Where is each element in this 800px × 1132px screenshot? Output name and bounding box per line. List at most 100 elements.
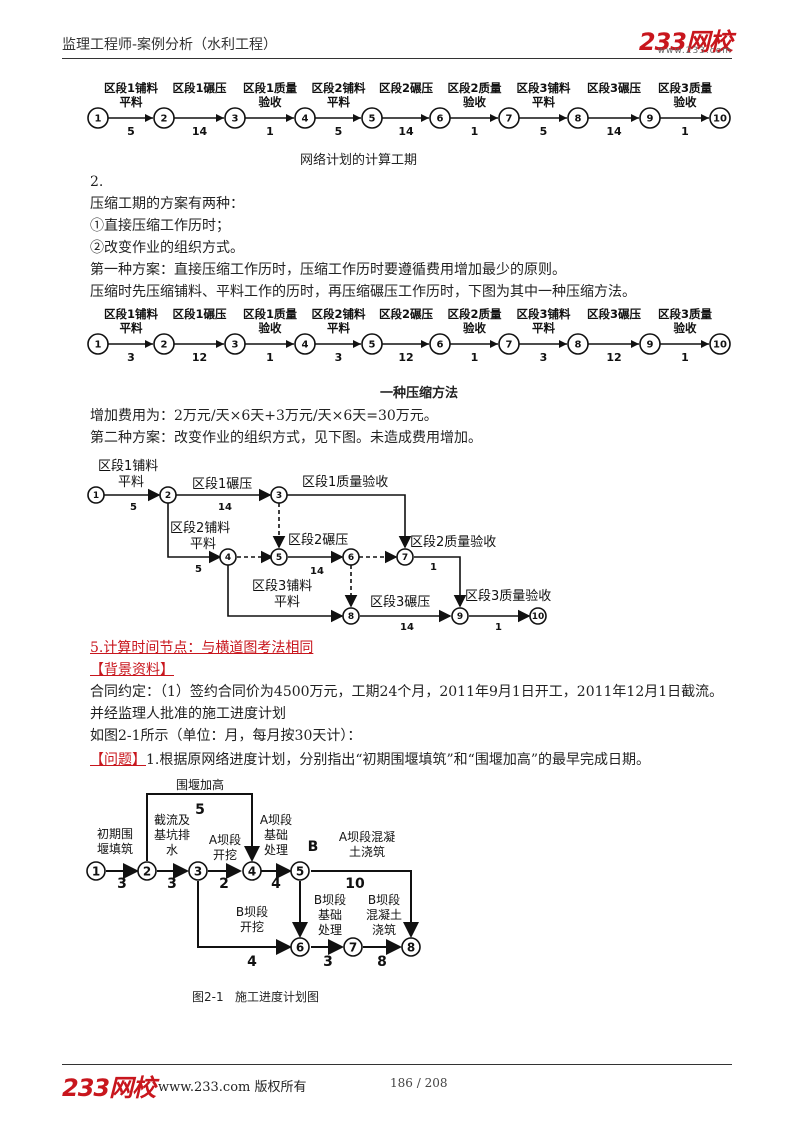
network-node <box>639 333 661 355</box>
network-node-label: 1 <box>95 340 102 351</box>
network-node <box>137 861 157 881</box>
duration-label: 3 <box>167 876 177 892</box>
activity-label: 水 <box>166 843 178 857</box>
duration-label: 1 <box>681 125 689 138</box>
network-node <box>396 548 414 566</box>
network-node <box>153 333 175 355</box>
activity-label: 区段2碾压 <box>288 533 348 548</box>
activity-label: 平料 <box>120 321 143 335</box>
duration-label: 1 <box>266 125 274 138</box>
network-node <box>153 107 175 129</box>
activity-label: 验收 <box>259 321 282 335</box>
network-node <box>709 333 731 355</box>
activity-label: B坝段 <box>368 892 400 907</box>
duration-label: 8 <box>377 954 387 970</box>
network-node <box>361 107 383 129</box>
network-node-label: 6 <box>348 553 354 563</box>
activity-label: 区段2质量验收 <box>410 534 496 550</box>
network-node-label: 7 <box>506 114 513 125</box>
network-node-label: 10 <box>713 114 727 125</box>
duration-label: 5 <box>127 125 135 138</box>
activity-label: 区段3铺料 <box>516 307 571 321</box>
duration-label: 12 <box>606 351 621 364</box>
network-node <box>219 548 237 566</box>
paragraph-line: 2. <box>90 174 104 190</box>
activity-label: 平料 <box>532 321 555 335</box>
activity-label: 处理 <box>264 843 288 857</box>
activity-label: 基坑排 <box>154 827 190 842</box>
diagram2-caption: 一种压缩方法 <box>380 386 459 401</box>
page-number: 186 / 208 <box>390 1076 448 1090</box>
network-node <box>87 333 109 355</box>
network-node-label: 9 <box>647 340 654 351</box>
activity-label: 混凝土 <box>366 907 402 922</box>
network-node <box>86 861 106 881</box>
network-node-label: 1 <box>92 864 100 878</box>
network-node <box>342 548 360 566</box>
network-node-label: 8 <box>407 940 415 954</box>
site-logo-url: www.233.com <box>657 46 732 56</box>
paragraph-line: 如图2-1所示（单位：月，每月按30天计）： <box>90 728 362 744</box>
activity-label: 验收 <box>259 95 282 109</box>
footer-copyright[interactable]: www.233.com 版权所有 <box>158 1080 307 1095</box>
paragraph-line: 第二种方案：改变作业的组织方式，见下图。未造成费用增加。 <box>90 430 482 446</box>
network-node-label: 10 <box>713 340 727 351</box>
duration-label: 4 <box>271 876 281 892</box>
network-node-label: 5 <box>296 864 304 878</box>
network-node <box>224 333 246 355</box>
duration-label: 14 <box>400 622 414 632</box>
network-node-label: 9 <box>457 612 463 622</box>
network-node <box>290 861 310 881</box>
activity-label: 区段2铺料 <box>311 81 366 95</box>
activity-label: 平料 <box>532 95 555 109</box>
activity-label: 围堰加高 <box>176 777 224 792</box>
network-node <box>290 937 310 957</box>
activity-label: 区段3铺料 <box>252 579 312 594</box>
paragraph-line: 并经监理人批准的施工进度计划 <box>90 706 286 722</box>
document-header-title: 监理工程师-案例分析（水利工程） <box>62 37 278 53</box>
network-node-label: 2 <box>165 491 171 501</box>
network-node-label: 1 <box>95 114 102 125</box>
network-node-label: 6 <box>296 940 304 954</box>
activity-label: 浇筑 <box>372 922 396 937</box>
duration-label: 14 <box>606 125 622 138</box>
network-node <box>567 333 589 355</box>
duration-label: 5 <box>335 125 343 138</box>
activity-label: 区段1碾压 <box>172 81 227 95</box>
activity-label: 验收 <box>463 321 486 335</box>
activity-label: 区段1质量 <box>243 307 298 321</box>
section-heading: 5.计算时间节点：与横道图考法相同 <box>90 640 314 656</box>
network-node <box>294 333 316 355</box>
network-node-label: 2 <box>161 114 168 125</box>
footer-logo[interactable]: 233网校 <box>62 1074 156 1102</box>
network-node <box>188 861 208 881</box>
duration-label: 3 <box>323 954 333 970</box>
diagram1-caption: 网络计划的计算工期 <box>300 153 418 168</box>
network-node <box>567 107 589 129</box>
activity-label: 区段2铺料 <box>170 521 230 536</box>
activity-label: 开挖 <box>240 919 264 934</box>
network-node <box>709 107 731 129</box>
diagram4-caption: 图2-1 施工进度计划图 <box>192 990 320 1004</box>
network-node-label: 1 <box>93 491 99 501</box>
paragraph-line: 压缩时先压缩铺料、平料工作的历时，再压缩碾压工作历时，下图为其中一种压缩方法。 <box>90 284 636 300</box>
activity-label: 处理 <box>318 923 342 937</box>
footer-divider <box>62 1064 732 1065</box>
duration-label: 12 <box>398 351 413 364</box>
activity-label: 初期围 <box>97 827 133 841</box>
network-node-label: 2 <box>143 864 151 878</box>
activity-label: 区段3碾压 <box>587 307 642 321</box>
network-node-label: 7 <box>402 553 408 563</box>
network-node <box>361 333 383 355</box>
activity-label: 验收 <box>674 95 697 109</box>
duration-label: 4 <box>247 954 257 970</box>
network-node <box>401 937 421 957</box>
activity-label: 区段3质量 <box>658 307 713 321</box>
paragraph-line: ②改变作业的组织方式。 <box>90 240 244 256</box>
network-node <box>87 486 105 504</box>
activity-label: 区段3质量验收 <box>465 588 551 604</box>
duration-label: 10 <box>345 876 365 892</box>
site-logo[interactable]: 233网校 <box>638 28 733 56</box>
